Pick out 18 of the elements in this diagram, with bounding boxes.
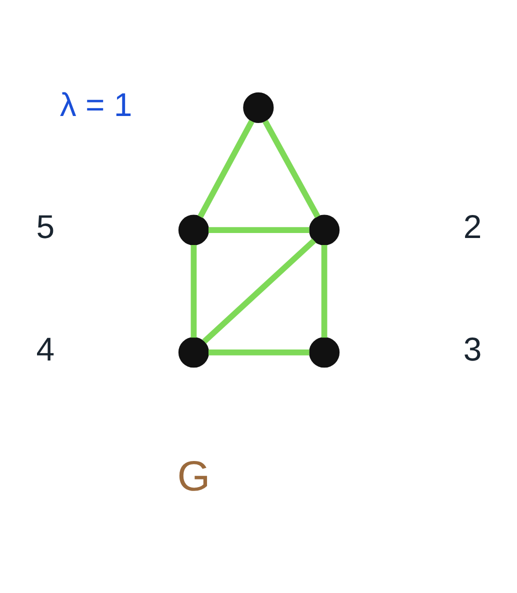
node-label: λ = 1 xyxy=(59,86,132,123)
connector xyxy=(190,244,196,338)
node-circle xyxy=(178,214,208,246)
connector xyxy=(202,238,316,344)
connector xyxy=(262,120,320,218)
node-circle xyxy=(242,92,274,123)
node-label: 2 xyxy=(462,208,482,246)
node-circle xyxy=(178,337,208,368)
connector xyxy=(208,349,309,356)
label: G xyxy=(176,452,210,500)
node-label: 4 xyxy=(36,330,54,368)
connector xyxy=(320,244,327,338)
node-label: 3 xyxy=(462,330,482,368)
connector xyxy=(197,120,254,218)
node-circle xyxy=(308,214,340,246)
connector xyxy=(208,227,309,233)
node-circle xyxy=(308,337,340,368)
node-label: 5 xyxy=(36,208,54,246)
